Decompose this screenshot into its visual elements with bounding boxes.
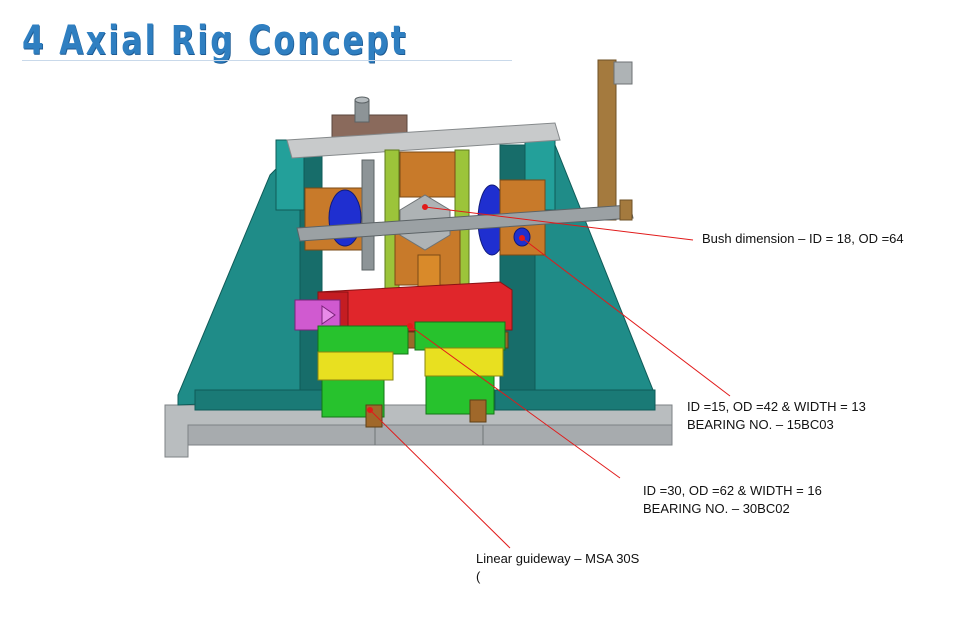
horizontal-shaft [296,199,634,242]
callout-bearing-large-line2: BEARING NO. – 30BC02 [643,501,790,516]
leader-bearing-large [409,325,621,479]
magenta-actuator [294,299,341,331]
base-plate [164,404,673,458]
vertical-arm [597,59,633,221]
leader-lines [367,204,731,549]
yellow-blocks [317,347,504,381]
callout-guideway-line2: ( [476,569,481,584]
callout-bush-dimension: Bush dimension – ID = 18, OD =64 [702,230,904,248]
callout-bearing-large-line1: ID =30, OD =62 & WIDTH = 16 [643,483,822,498]
callout-bearing-small-line2: BEARING NO. – 15BC03 [687,417,834,432]
callout-bearing-30bc02: ID =30, OD =62 & WIDTH = 16 BEARING NO. … [643,482,822,518]
callout-linear-guideway: Linear guideway – MSA 30S ( [476,550,639,586]
callout-bearing-15bc03: ID =15, OD =42 & WIDTH = 13 BEARING NO. … [687,398,866,434]
title-underline [22,60,512,61]
leader-guideway [369,409,511,549]
leader-bearing-small [521,237,731,397]
callout-bush-line1: Bush dimension – ID = 18, OD =64 [702,231,904,246]
left-support-frame [177,139,331,411]
callout-guideway-line1: Linear guideway – MSA 30S [476,551,640,566]
leader-bush [424,206,694,241]
top-crossbar [286,96,561,159]
slide-title: 4 Axial Rig Concept [22,18,408,64]
callout-bearing-small-line1: ID =15, OD =42 & WIDTH = 13 [687,399,866,414]
